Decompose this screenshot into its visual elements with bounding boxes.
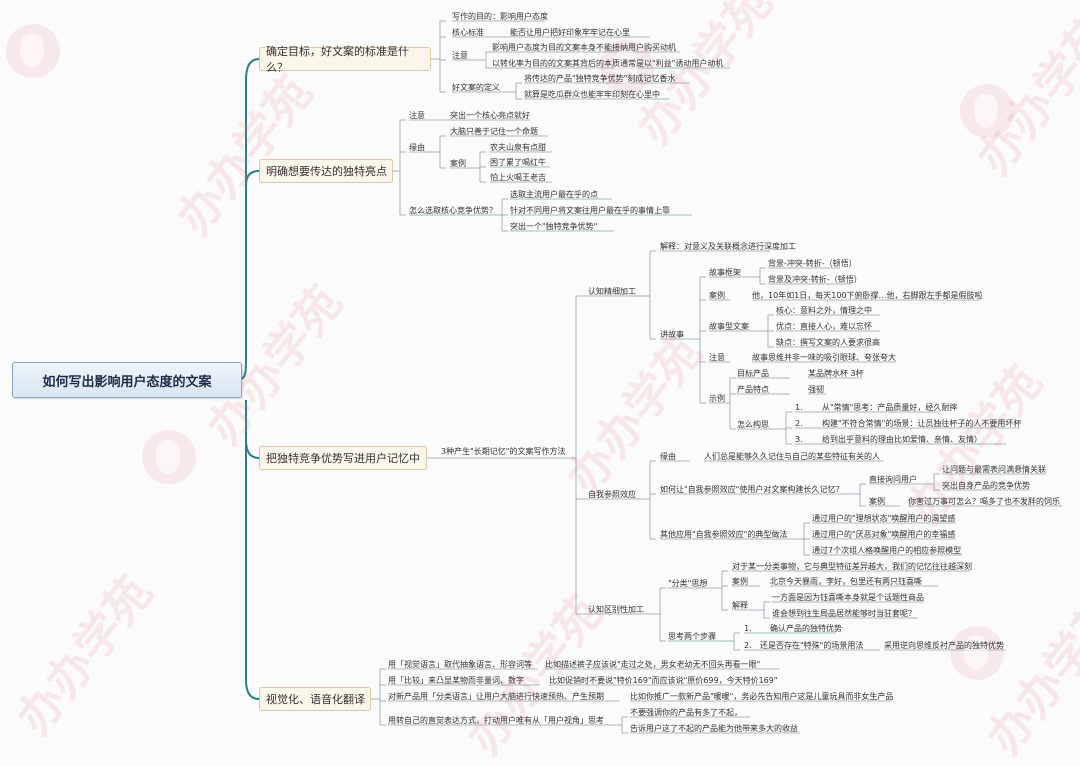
node[interactable]: 以转化率为目的的文案其背后的本质通常是以"利益"诱动用户动机 (492, 59, 724, 68)
node[interactable]: 注意 (409, 111, 425, 120)
node[interactable]: 用「视觉语言」取代抽象语言、形容词等 (388, 660, 532, 669)
node[interactable]: 他，10年如1日，每天100下俯卧撑…他，右脚跟左手都是假肢啦 (752, 291, 983, 300)
node[interactable]: 案例 (450, 159, 466, 168)
node[interactable]: 注意 (709, 353, 725, 362)
node[interactable]: 直接询问用户 (869, 475, 917, 484)
branch-goal[interactable]: 确定目标，好文案的标准是什么？ (259, 45, 431, 74)
branch-unique[interactable]: 明确想要传达的独特亮点 (259, 159, 393, 183)
node[interactable]: 故事思维并非一味的吸引眼球、夸张夸大 (752, 353, 896, 362)
node[interactable]: 解释：对意义及关联概念进行深度加工 (660, 242, 796, 251)
node[interactable]: 通过用户的"理想状态"唤醒用户的渴望感 (812, 514, 956, 523)
node[interactable]: 通过用户的"厌恶对象"唤醒用户的幸福感 (812, 530, 956, 539)
branch-visual[interactable]: 视觉化、语音化翻译 (259, 687, 371, 711)
node[interactable]: 背景及冲突-转折-（顿悟） (768, 275, 862, 284)
node[interactable]: 还是否存在"特殊"的场景用法 (760, 641, 864, 650)
node[interactable]: 案例 (732, 577, 748, 586)
watermark-logo-icon (600, 40, 654, 94)
node[interactable]: 比如描述裤子应该说"走过之处，男女老幼无不回头再看一眼" (545, 660, 761, 669)
node[interactable]: 选取主流用户最在乎的点 (510, 190, 598, 199)
node[interactable]: 影响用户态度为目的文案本身不能接纳用户购买动机 (492, 43, 676, 52)
node[interactable]: 目标产品 (737, 369, 769, 378)
node[interactable]: 就算是吃瓜群众也能牢牢印刻在心里中 (524, 90, 660, 99)
node[interactable]: 通过7个次组人格唤醒用户的相应参照模型 (812, 546, 962, 555)
node[interactable]: 2. (744, 641, 752, 650)
node[interactable]: 背景-冲突-转折-（顿悟） (768, 259, 857, 268)
node[interactable]: 让问题与最需表问满悬情关联 (942, 465, 1046, 474)
node[interactable]: 用转自己的直觉表达方式，打动用户唯有从「用户视角」思考 (388, 716, 604, 725)
node[interactable]: 案例 (709, 291, 725, 300)
node[interactable]: 某品牌水杯 3杯 (808, 369, 864, 378)
node[interactable]: 注意 (452, 51, 468, 60)
node[interactable]: 案例 (869, 497, 885, 506)
node[interactable]: 将传达的产品"独特竞争优势"刻成记忆香水 (524, 74, 676, 83)
node[interactable]: 不要强调你的产品有多了不起， (630, 708, 742, 717)
watermark-logo-icon (960, 84, 1014, 138)
node[interactable]: 故事型文案 (709, 322, 749, 331)
node[interactable]: 你害过万事可怎么？喝多了也不发胖的饲乐 (908, 497, 1060, 506)
node[interactable]: 突出一个"独特竞争优势" (510, 222, 598, 231)
node[interactable]: 比如你推广一款新产品"暖暖"，务必先告知用户这是儿童玩具而非女生产品 (630, 692, 894, 701)
node[interactable]: 认知区别性加工 (588, 605, 644, 614)
node[interactable]: 用「比较」来凸显某物而非量词、数字 (388, 676, 524, 685)
branch-memory[interactable]: 把独特竞争优势写进用户记忆中 (259, 446, 427, 470)
node[interactable]: 认知精细加工 (588, 287, 636, 296)
node[interactable]: 写作的目的：影响用户态度 (452, 12, 548, 21)
node[interactable]: 构建"不符合常情"的场景：让员独往杯子的人不要用坏杯 (822, 419, 1022, 428)
node[interactable]: 1. (744, 624, 752, 633)
node[interactable]: 突出自身产品的竞争优势 (942, 481, 1030, 490)
node[interactable]: 谁会想到往生局品居然能够时当驻套呢？ (772, 609, 916, 618)
node[interactable]: 核心标准 (452, 28, 484, 37)
node[interactable]: 其他应用"自我参照效应"的典型做法 (660, 530, 788, 539)
node[interactable]: 核心：意料之外，情理之中 (776, 306, 872, 315)
node[interactable]: 缘由 (660, 452, 676, 461)
node[interactable]: 解释 (732, 601, 748, 610)
node[interactable]: 怎么选取核心竞争优势？ (409, 206, 497, 215)
node[interactable]: 人们总是能够久久记住与自己的某些特征有关的人 (704, 452, 880, 461)
node[interactable]: 大脑只善于记住一个命题 (450, 127, 538, 136)
node[interactable]: 如何让"自我参照效应"使用户对文案构建长久记忆？ (660, 485, 844, 494)
node[interactable]: 采用逆向思维反衬产品的独特优势 (884, 641, 1004, 650)
node[interactable]: "分类"思想 (668, 579, 708, 588)
watermark-logo-icon (6, 24, 60, 78)
node[interactable]: 北京今天暴雨，李好，包里还有两只钰喜嘶 (770, 577, 922, 586)
watermark-logo-icon (950, 626, 1004, 680)
node[interactable]: 确认产品的独特优势 (770, 624, 842, 633)
node[interactable]: 比如促销时不要说"特价169"而应该说"原价699，今天特价169" (549, 676, 778, 685)
connector-lines (239, 20, 1062, 734)
node[interactable]: 2. (795, 419, 803, 428)
connector-line (245, 170, 260, 200)
watermark-logo-icon (142, 430, 196, 484)
node[interactable]: 给到出乎意料的理由比如爱情、亲情、友情） (822, 435, 982, 444)
connector-line (239, 58, 260, 380)
node[interactable]: 1. (795, 403, 803, 412)
node[interactable]: 困了累了喝红牛 (490, 158, 546, 167)
node[interactable]: 对于某一分类事物，它与典型特征差异越大，我们的记忆往往越深刻 (732, 562, 972, 571)
node[interactable]: 示例 (709, 394, 725, 403)
node[interactable]: 告诉用户这了不起的产品能为他带来多大的收益 (630, 724, 798, 733)
node[interactable]: 强韧 (808, 385, 824, 394)
node[interactable]: 产品特点 (737, 385, 769, 394)
node[interactable]: 农夫山泉有点甜 (490, 143, 546, 152)
node[interactable]: 3种产生"长期记忆"的文案写作方法 (441, 447, 566, 456)
node[interactable]: 3. (795, 435, 803, 444)
node[interactable]: 优点：直接人心，难以忘怀 (776, 322, 872, 331)
node[interactable]: 从"常情"思考：产品质量好，经久耐摔 (822, 403, 958, 412)
root-topic[interactable]: 如何写出影响用户态度的文案 (12, 362, 242, 398)
node[interactable]: 缘由 (409, 143, 425, 152)
node[interactable]: 好文案的定义 (452, 83, 500, 92)
node[interactable]: 突出一个核心亮点就好 (450, 111, 530, 120)
node[interactable]: 自我参照效应 (588, 490, 636, 499)
node[interactable]: 针对不同用户将文案往用户最在乎的事情上靠 (510, 206, 670, 215)
node[interactable]: 能否让用户把好印象牢牢记在心里 (510, 28, 630, 37)
connector-line (245, 400, 260, 459)
node[interactable]: 故事框架 (709, 268, 741, 277)
connector-line (245, 400, 260, 700)
node[interactable]: 一方面是因为钰喜嘶本身就是个话题性商品 (772, 593, 924, 602)
node[interactable]: 缺点：撰写文案的人要求很高 (776, 338, 880, 347)
node[interactable]: 思考两个步骤 (668, 632, 716, 641)
node[interactable]: 怎么构思 (737, 420, 769, 429)
node[interactable]: 对新产品用「分类语言」让用户大脑进行快速预热、产生预期 (388, 692, 604, 701)
node[interactable]: 怕上火喝王老吉 (490, 173, 546, 182)
node[interactable]: 讲故事 (660, 330, 684, 339)
